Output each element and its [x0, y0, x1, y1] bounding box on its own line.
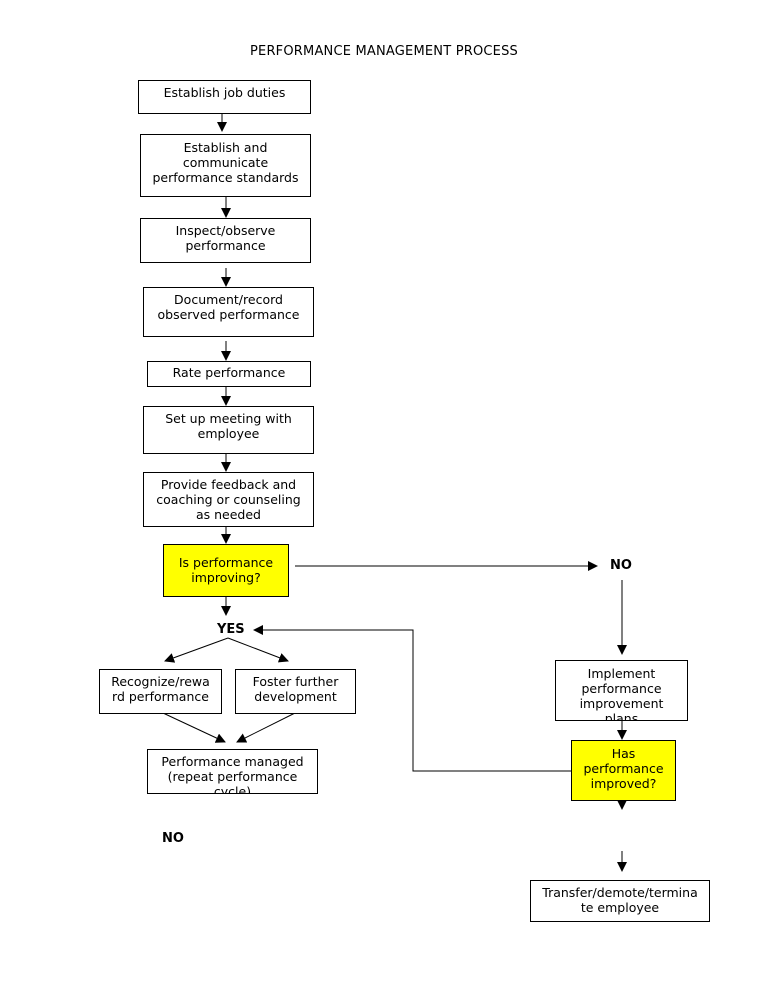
label-yes: YES — [217, 622, 245, 637]
step-setup-meeting: Set up meeting with employee — [143, 406, 314, 454]
step-establish-duties: Establish job duties — [138, 80, 311, 114]
arrow-yes-to-foster — [227, 637, 289, 663]
step-performance-managed: Performance managed (repeat performance … — [147, 749, 318, 794]
arrow-recognize-to-managed — [162, 712, 226, 743]
arrow-improved-back-to-yes — [253, 625, 571, 772]
page-title: PERFORMANCE MANAGEMENT PROCESS — [250, 44, 518, 59]
step-label: Set up meeting with employee — [165, 411, 292, 441]
step-recognize-reward: Recognize/rewa rd performance — [99, 669, 222, 714]
step-label: Rate performance — [172, 365, 286, 380]
step-inspect-observe: Inspect/observe performance — [140, 218, 311, 263]
label-no-right: NO — [610, 558, 632, 573]
decision-label: Has performance improved? — [583, 746, 664, 791]
step-label: Recognize/rewa rd performance — [111, 674, 210, 704]
step-label: Document/record observed performance — [157, 292, 300, 322]
step-performance-standards: Establish and communicate performance st… — [140, 134, 311, 197]
step-provide-feedback: Provide feedback and coaching or counsel… — [143, 472, 314, 527]
label-no-bottom: NO — [162, 831, 184, 846]
step-label: Establish job duties — [163, 85, 286, 100]
step-implement-improvement-plan: Implement performance improvement plans — [555, 660, 688, 721]
step-label: Performance managed (repeat performance … — [161, 754, 304, 794]
step-label: Implement performance improvement plans — [579, 666, 664, 721]
arrow-foster-to-managed — [236, 712, 296, 743]
step-label: Inspect/observe performance — [175, 223, 276, 253]
step-label: Foster further development — [252, 674, 339, 704]
decision-performance-improved: Has performance improved? — [571, 740, 676, 801]
step-document-record: Document/record observed performance — [143, 287, 314, 337]
step-label: Transfer/demote/termina te employee — [542, 885, 698, 915]
arrow-yes-to-recognize — [164, 637, 229, 663]
step-rate-performance: Rate performance — [147, 361, 311, 387]
step-transfer-demote-terminate: Transfer/demote/termina te employee — [530, 880, 710, 922]
decision-performance-improving: Is performance improving? — [163, 544, 289, 597]
decision-label: Is performance improving? — [178, 555, 274, 585]
step-foster-development: Foster further development — [235, 669, 356, 714]
step-label: Establish and communicate performance st… — [152, 140, 299, 185]
step-label: Provide feedback and coaching or counsel… — [156, 477, 301, 522]
